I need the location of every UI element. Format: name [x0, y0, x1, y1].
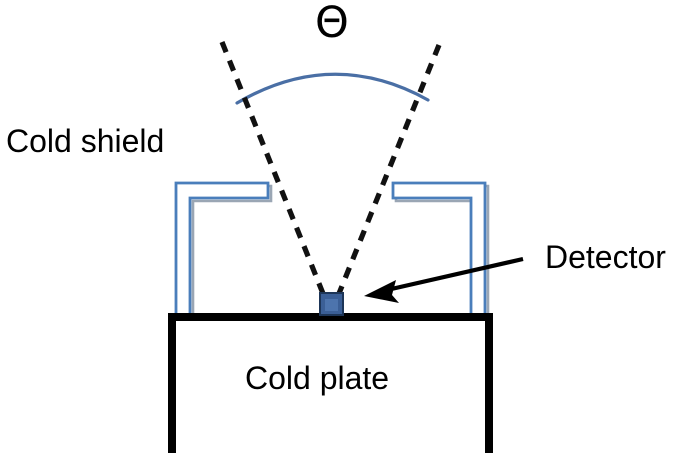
cold-plate-body [168, 313, 493, 453]
detector-arrow-head [364, 280, 399, 303]
cold-shield-left-shadow [177, 184, 273, 321]
detector-arrow-shaft [386, 256, 524, 293]
cold-shield-right [391, 181, 490, 321]
cold-plate-right-edge [485, 313, 493, 453]
cold-plate-left-edge [168, 313, 176, 453]
cold-shield-right-outline [391, 181, 487, 318]
cold-shield-left [174, 181, 273, 321]
field-of-view-ray-left [219, 41, 327, 297]
cold-shield-label: Cold shield [6, 123, 165, 159]
detector-active-area [325, 299, 338, 311]
cold-plate-label: Cold plate [245, 360, 390, 396]
cold-plate-top-edge [168, 313, 493, 321]
field-of-view-arc [235, 72, 430, 105]
field-of-view-ray-right [335, 44, 442, 297]
detector-element [319, 292, 344, 316]
detector-callout-arrow [364, 256, 524, 303]
detector-label: Detector [545, 239, 666, 275]
theta-angle-label: Θ [315, 0, 349, 48]
cold-shield-left-outline [174, 181, 270, 318]
